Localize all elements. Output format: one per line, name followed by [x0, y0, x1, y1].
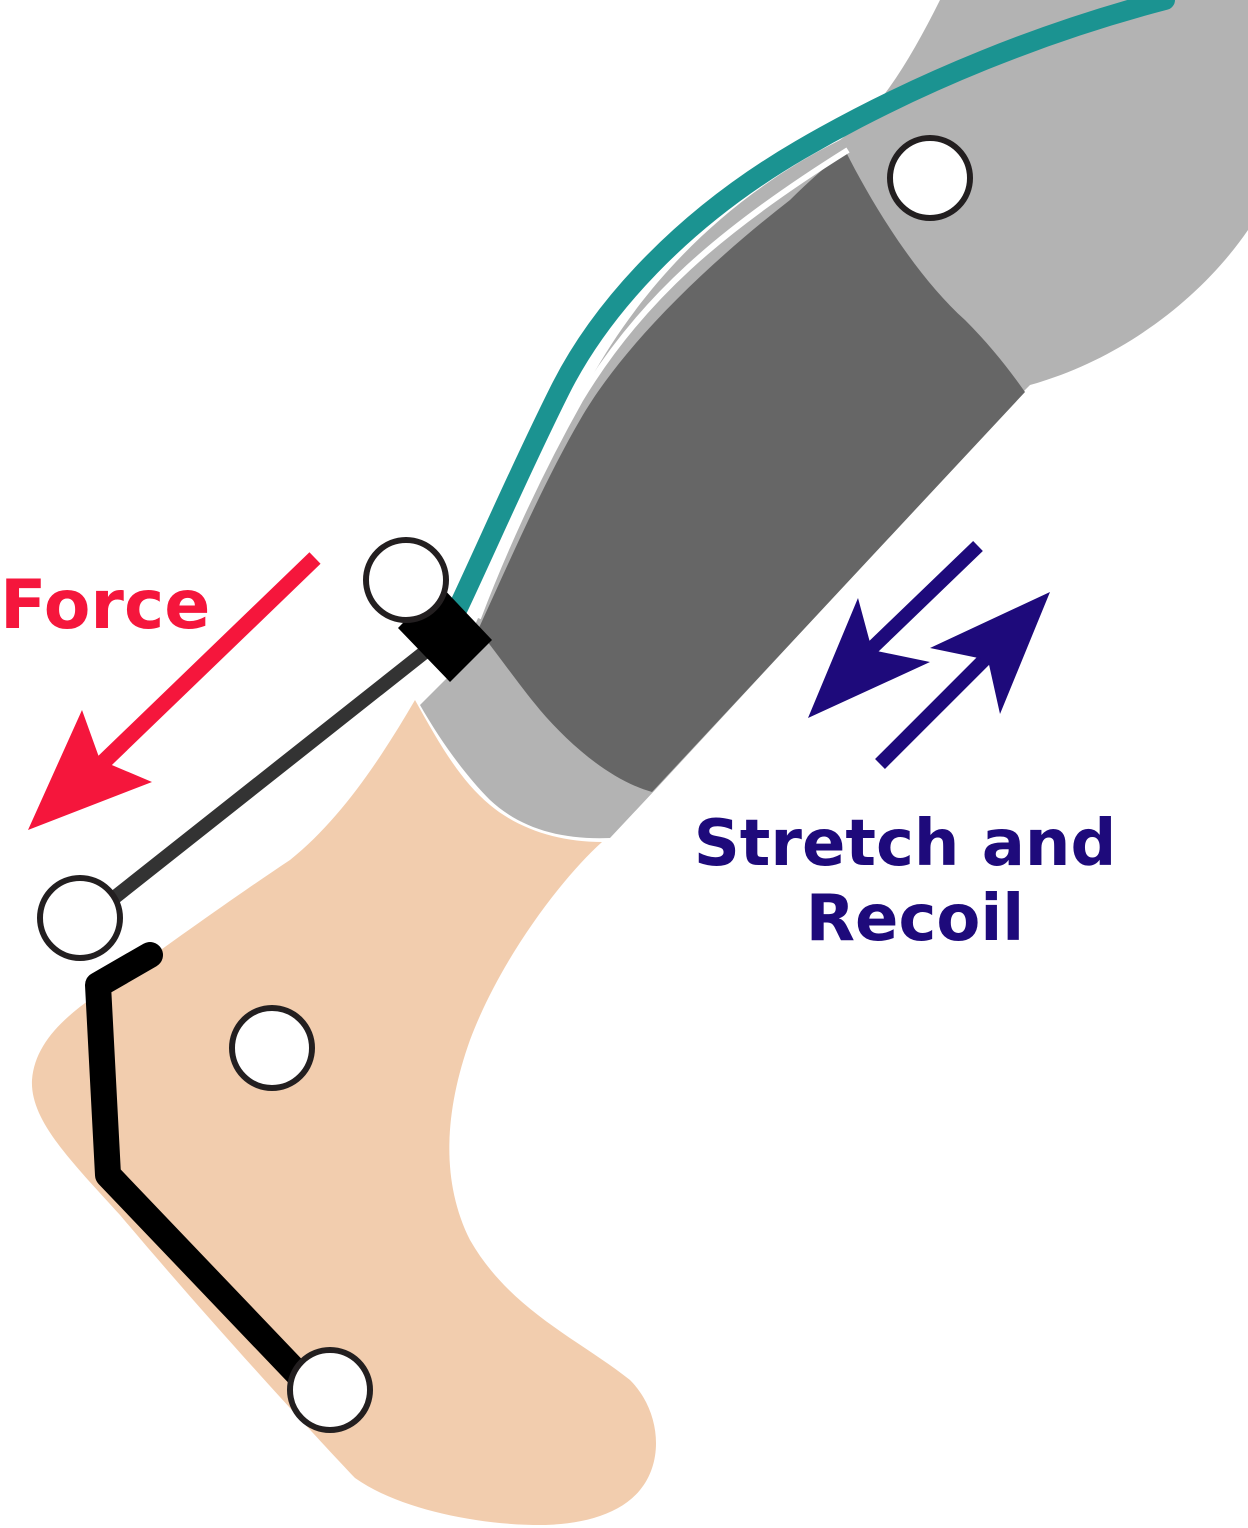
joint-knee-pivot	[363, 537, 449, 623]
force-label: Force	[0, 566, 210, 645]
joint-foot-marker	[229, 1005, 315, 1091]
joint-ankle-pivot	[37, 875, 123, 961]
stretch-recoil-arrows-icon	[808, 540, 1050, 769]
joint-upper-marker	[887, 135, 973, 221]
dark-sleeve-band	[478, 150, 1025, 792]
cord-gap-line	[475, 147, 850, 620]
foot-strut	[85, 942, 331, 1408]
stretch-label-line2: Recoil	[806, 882, 1024, 956]
joint-toe-marker	[287, 1347, 373, 1433]
stretch-label-line1: Stretch and	[694, 807, 1117, 881]
force-arrow-icon	[28, 552, 321, 830]
teal-cord	[448, 0, 1175, 618]
foot-skin	[31, 700, 657, 1525]
linkage-rod	[79, 633, 447, 927]
